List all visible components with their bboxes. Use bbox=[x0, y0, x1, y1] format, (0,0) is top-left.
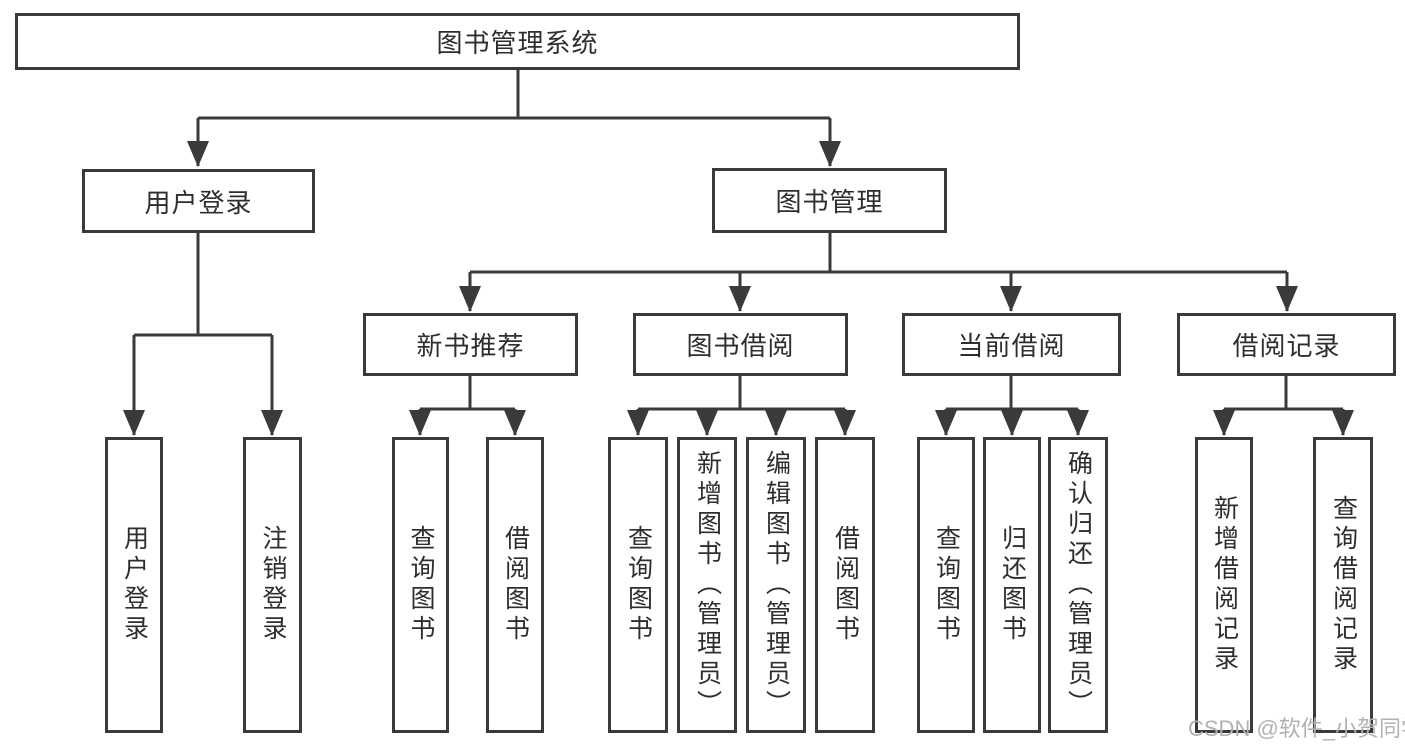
trunk-current-borrow bbox=[946, 376, 1078, 411]
leaf-cb-query-books-label: 查询图书 bbox=[932, 525, 961, 645]
leaf-br-add-record-label: 新增借阅记录 bbox=[1210, 495, 1239, 675]
leaf-nb-query-books-label: 查询图书 bbox=[407, 525, 435, 645]
leaf-br-add-record: 新增借阅记录 bbox=[1195, 437, 1253, 733]
node-borrowing-records-label: 借阅记录 bbox=[1232, 331, 1341, 361]
leaf-bb-edit-books-admin: 编辑图书（管理员） bbox=[746, 437, 806, 733]
csdn-watermark: CSDN @软件_小贺同学 bbox=[1188, 716, 1405, 741]
leaf-cb-return-books-label: 归还图书 bbox=[998, 525, 1027, 645]
node-book-management-label: 图书管理 bbox=[775, 187, 884, 217]
leaf-cb-confirm-return-admin-label: 确认归还（管理员） bbox=[1064, 450, 1093, 720]
leaf-bb-borrow-books: 借阅图书 bbox=[815, 437, 875, 733]
leaf-bb-add-books-admin: 新增图书（管理员） bbox=[677, 437, 737, 733]
node-book-management: 图书管理 bbox=[712, 168, 947, 233]
leaf-logout-label: 注销登录 bbox=[259, 525, 287, 645]
node-current-borrowing: 当前借阅 bbox=[902, 313, 1121, 376]
node-borrowing-records: 借阅记录 bbox=[1177, 313, 1396, 376]
node-root-library-system: 图书管理系统 bbox=[15, 13, 1020, 70]
leaf-bb-add-books-admin-label: 新增图书（管理员） bbox=[693, 450, 722, 720]
trunk-user-login bbox=[134, 233, 272, 337]
leaf-cb-return-books: 归还图书 bbox=[983, 437, 1041, 733]
trunk-root bbox=[198, 70, 830, 120]
leaf-nb-borrow-books: 借阅图书 bbox=[486, 437, 544, 733]
leaf-nb-query-books: 查询图书 bbox=[392, 437, 449, 733]
leaf-cb-confirm-return-admin: 确认归还（管理员） bbox=[1048, 437, 1108, 733]
node-current-borrowing-label: 当前借阅 bbox=[957, 331, 1066, 361]
node-new-book-recommendation: 新书推荐 bbox=[363, 313, 578, 376]
leaf-user-login-label: 用户登录 bbox=[120, 525, 149, 645]
leaf-logout: 注销登录 bbox=[243, 437, 302, 733]
node-book-borrowing-label: 图书借阅 bbox=[686, 331, 795, 361]
trunk-new-books bbox=[420, 376, 515, 411]
leaf-bb-edit-books-admin-label: 编辑图书（管理员） bbox=[762, 450, 791, 720]
leaf-cb-query-books: 查询图书 bbox=[917, 437, 975, 733]
node-book-borrowing: 图书借阅 bbox=[633, 313, 848, 376]
leaf-bb-query-books-label: 查询图书 bbox=[624, 525, 653, 645]
leaf-bb-query-books: 查询图书 bbox=[608, 437, 668, 733]
node-new-book-recommendation-label: 新书推荐 bbox=[416, 331, 525, 361]
leaf-nb-borrow-books-label: 借阅图书 bbox=[501, 525, 530, 645]
node-user-login: 用户登录 bbox=[82, 169, 315, 233]
trunk-book-mgmt bbox=[470, 233, 1287, 274]
leaf-br-query-record-label: 查询借阅记录 bbox=[1329, 495, 1358, 675]
trunk-borrow-records bbox=[1224, 376, 1343, 411]
trunk-book-borrow bbox=[638, 376, 845, 411]
node-user-login-label: 用户登录 bbox=[144, 187, 253, 218]
leaf-bb-borrow-books-label: 借阅图书 bbox=[831, 525, 860, 645]
node-root-label: 图书管理系统 bbox=[436, 28, 599, 58]
leaf-user-login: 用户登录 bbox=[105, 437, 163, 733]
leaf-br-query-record: 查询借阅记录 bbox=[1313, 437, 1373, 733]
